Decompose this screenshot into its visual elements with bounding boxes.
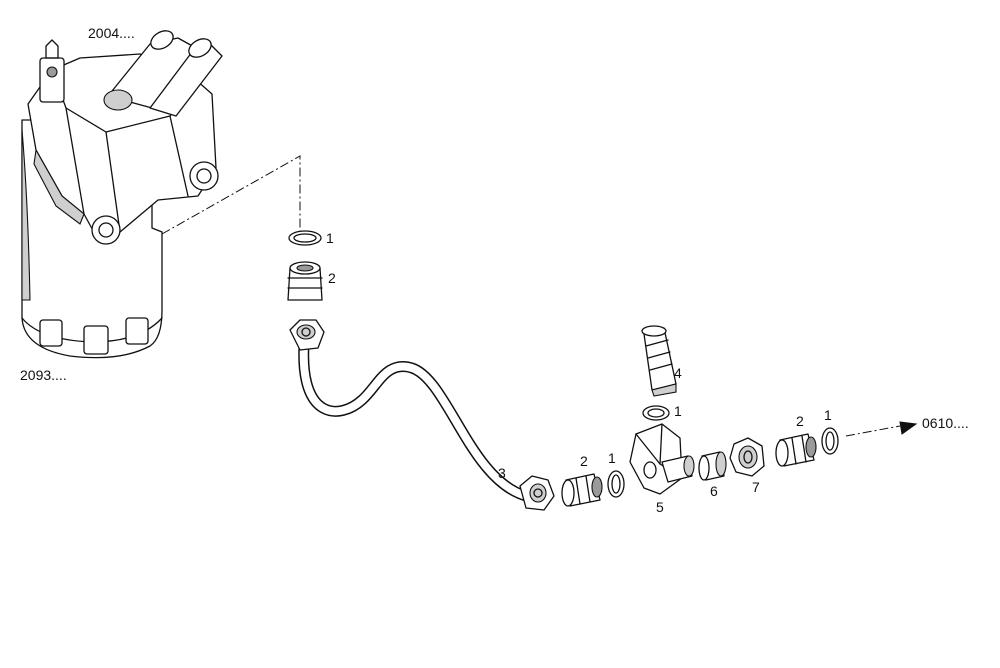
bushing-part [698, 451, 727, 481]
ref-label-filter-body: 2093.... [20, 367, 67, 383]
mount-boss-left [91, 215, 121, 245]
seal-ring-upper-part [288, 230, 322, 246]
ref-label-outlet: 0610.... [922, 415, 969, 431]
canister-ribs [39, 317, 149, 355]
item-label-nut: 7 [752, 479, 760, 495]
pipe-part [289, 319, 555, 511]
item-label-seal-ring-valve: 1 [674, 403, 682, 419]
item-label-pipe: 3 [498, 465, 506, 481]
filter-assembly [21, 30, 223, 359]
item-label-union-right: 2 [796, 413, 804, 429]
tee-body-part [629, 423, 695, 495]
union-right-part [775, 433, 817, 467]
item-label-union-upper: 2 [328, 270, 336, 286]
seal-ring-mid-part [607, 470, 625, 498]
item-label-bushing: 6 [710, 483, 718, 499]
outlet-arrow [845, 421, 918, 437]
item-label-seal-ring-upper: 1 [326, 230, 334, 246]
mount-boss-right [189, 161, 219, 191]
top-cylinders [103, 30, 223, 117]
seal-ring-right-part [821, 427, 839, 455]
union-upper-part [287, 261, 323, 301]
valve-part [641, 325, 677, 397]
item-label-union-mid: 2 [580, 453, 588, 469]
bleed-screw [39, 39, 65, 103]
nut-part [729, 437, 765, 477]
item-label-valve: 4 [674, 365, 682, 381]
item-label-seal-ring-mid: 1 [608, 450, 616, 466]
item-label-seal-ring-right: 1 [824, 407, 832, 423]
leader-line-filter [161, 155, 301, 235]
item-label-tee-body: 5 [656, 499, 664, 515]
ref-label-top-assembly: 2004.... [88, 25, 135, 41]
seal-ring-valve-part [642, 405, 670, 421]
union-mid-part [561, 473, 603, 507]
